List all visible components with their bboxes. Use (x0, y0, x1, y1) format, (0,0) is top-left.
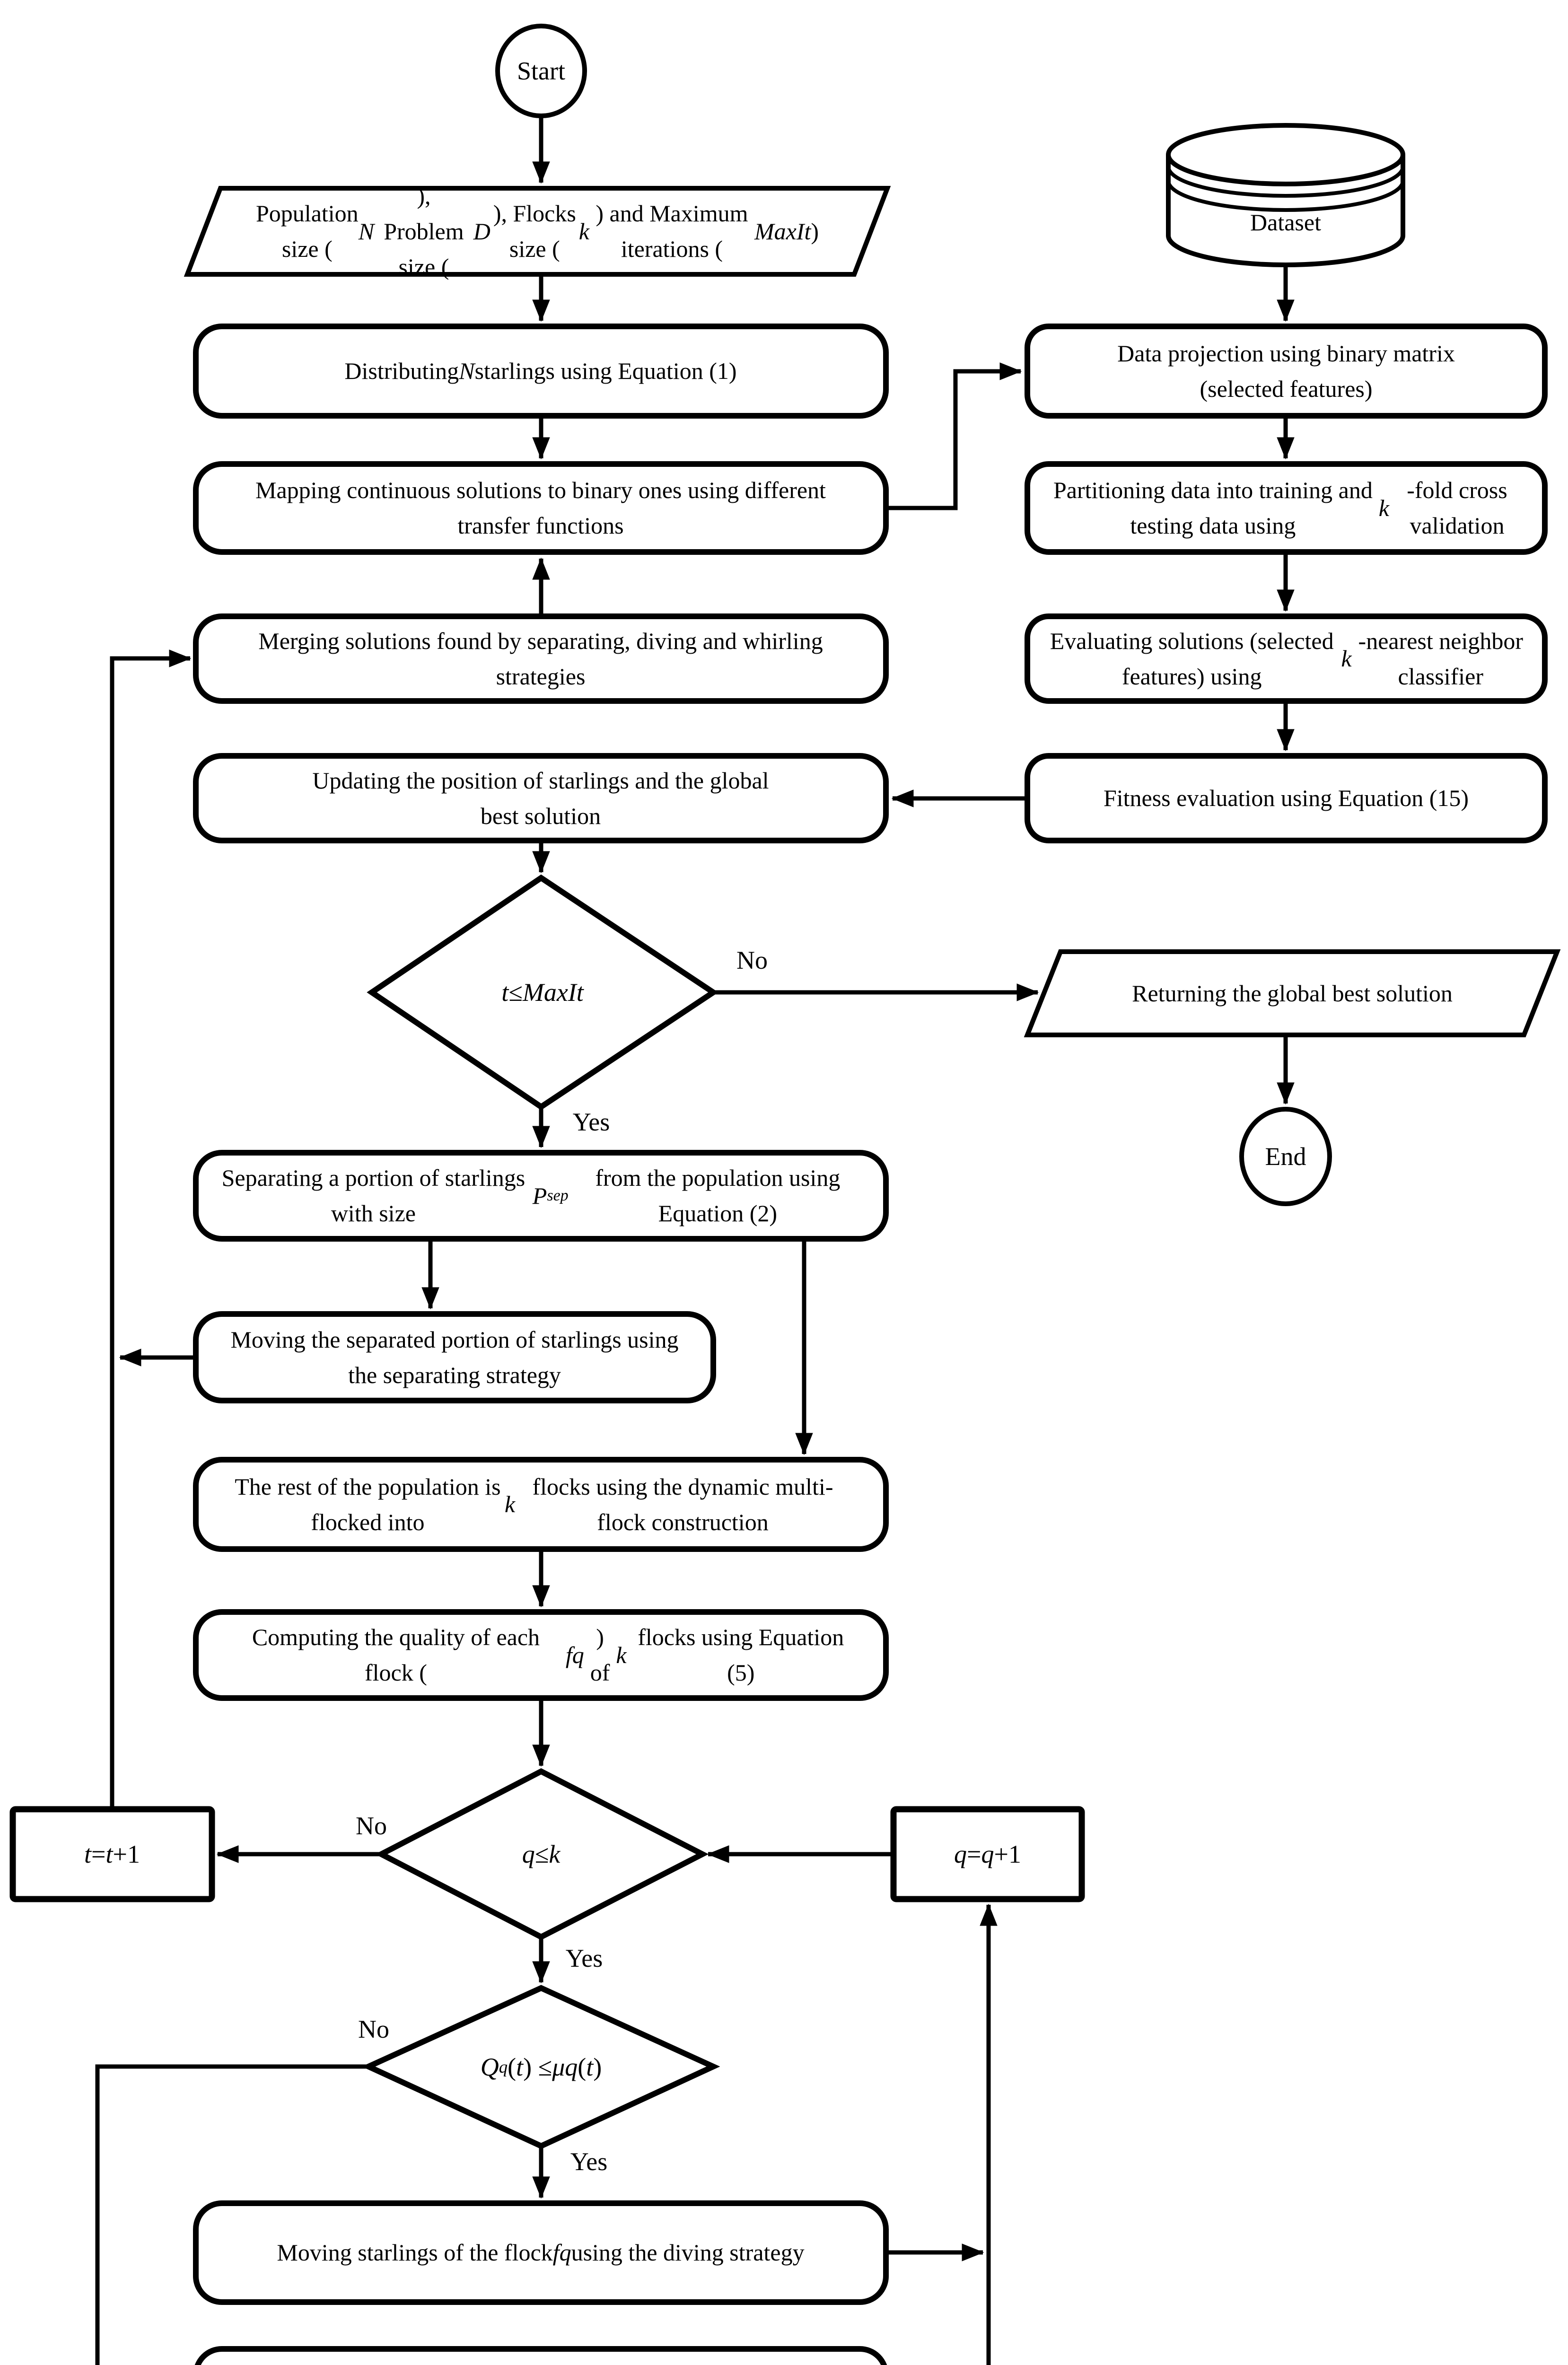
end-label: End (1265, 1142, 1306, 1171)
maxit-decision-label: t ≤ MaxIt (501, 978, 584, 1007)
dataset-cylinder-ring-1 (1166, 166, 1405, 198)
start-label: Start (517, 56, 565, 85)
t-increment-label: t = t+1 (84, 1839, 140, 1868)
flock-decision-label: q ≤ k (522, 1839, 561, 1868)
returning-parallelogram (1024, 949, 1561, 1037)
moving-separated-label: Moving the separated portion of starling… (230, 1326, 679, 1388)
q-increment-label: q = q+1 (954, 1839, 1021, 1868)
separating-label: Separating a portion of starlings with s… (221, 1165, 841, 1226)
rest-population-box (193, 1457, 889, 1552)
evaluating-label: Evaluating solutions (selected features)… (1050, 627, 1524, 690)
dataset-cylinder-top (1166, 123, 1405, 186)
flock-decision-diamond (375, 1768, 709, 1940)
arrow-whirling-to-q-increment (980, 1903, 998, 2365)
diving-box (193, 2200, 889, 2305)
whirling-label: Moving starlings of the flock fq using t… (238, 2349, 843, 2365)
diving-label: Moving starlings of the flock fq using t… (277, 2239, 805, 2266)
updating-box (193, 753, 889, 843)
mapping-box (193, 461, 889, 555)
data-projection-box (1025, 324, 1548, 419)
quality-decision-diamond (361, 1985, 720, 2149)
distributing-label: Distributing N starlings using Equation … (344, 358, 737, 384)
arrow-mapping-to-data-projection (886, 362, 1022, 510)
distributing-box (193, 324, 889, 419)
partitioning-box (1025, 461, 1548, 555)
evaluating-box (1025, 613, 1548, 704)
arrow-quality-no-to-whirling (95, 2064, 368, 2365)
quality-no-label: No (358, 2015, 389, 2043)
data-projection-label: Data projection using binary matrix (sel… (1117, 340, 1455, 402)
computing-quality-box (193, 1609, 889, 1701)
quality-yes-label: Yes (570, 2147, 608, 2176)
rest-population-label: The rest of the population is flocked in… (235, 1473, 833, 1535)
merging-label: Merging solutions found by separating, d… (258, 627, 823, 690)
separating-box (193, 1150, 889, 1242)
input-label: Population size (N), Problem size (D), F… (256, 182, 819, 280)
dataset-label: Dataset (1250, 209, 1321, 236)
input-parallelogram (184, 186, 891, 277)
moving-separated-box (193, 1311, 716, 1403)
dataset-cylinder-ring-2 (1166, 180, 1405, 212)
whirling-box (194, 2346, 887, 2365)
maxit-decision-diamond (367, 874, 718, 1111)
q-increment-box (890, 1806, 1085, 1902)
maxit-yes-label: Yes (572, 1107, 610, 1136)
merging-box (193, 613, 889, 704)
end-terminator (1239, 1107, 1332, 1206)
t-increment-box (9, 1806, 215, 1902)
maxit-no-label: No (736, 946, 768, 974)
start-terminator (495, 24, 587, 118)
returning-label: Returning the global best solution (1132, 980, 1453, 1007)
mapping-label: Mapping continuous solutions to binary o… (255, 477, 826, 539)
arrow-feedback-to-merging (110, 649, 192, 1808)
partitioning-label: Partitioning data into training and test… (1053, 477, 1507, 539)
fitness-box (1025, 753, 1548, 843)
flock-yes-label: Yes (565, 1944, 603, 1972)
computing-quality-label: Computing the quality of each flock (fq)… (252, 1624, 844, 1686)
updating-label: Updating the position of starlings and t… (312, 767, 769, 829)
fitness-label: Fitness evaluation using Equation (15) (1103, 785, 1469, 811)
flock-no-label: No (356, 1811, 387, 1840)
